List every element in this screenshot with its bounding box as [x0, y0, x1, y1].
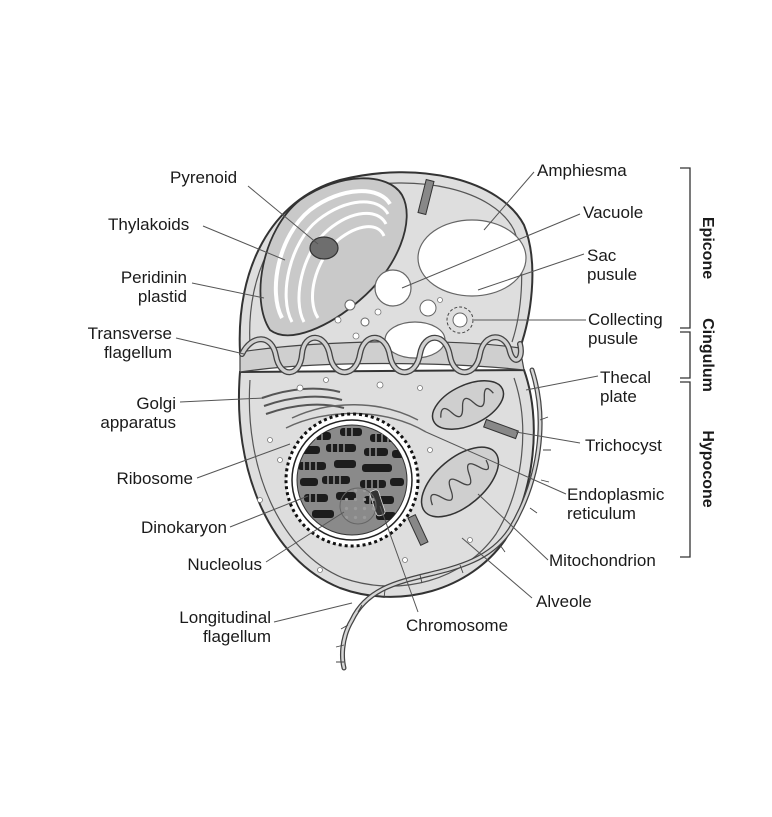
longitudinal-flagellum-core: [341, 368, 542, 670]
leader-lines: [175, 171, 599, 623]
label-sac-pusule-line2: pusule: [587, 265, 637, 284]
label-thylakoids: Thylakoids: [108, 215, 189, 234]
section-hypocone: Hypocone: [699, 430, 716, 507]
label-er-line1: Endoplasmic: [567, 485, 665, 504]
transverse-flagellum-core: [240, 335, 523, 374]
label-sac-pusule-line1: Sac: [587, 246, 617, 265]
label-alveole: Alveole: [536, 592, 592, 611]
label-thecal-plate-line2: plate: [600, 387, 637, 406]
label-collecting-pusule-line2: pusule: [588, 329, 638, 348]
label-longitudinal-line2: flagellum: [203, 627, 271, 646]
dinokaryon-body: [284, 412, 420, 548]
label-amphiesma: Amphiesma: [537, 161, 627, 180]
label-ribosome: Ribosome: [116, 469, 193, 488]
label-peridinin-line2: plastid: [138, 287, 187, 306]
label-peridinin-line1: Peridinin: [121, 268, 187, 287]
vacuoles: [344, 219, 527, 359]
label-transverse-line2: flagellum: [104, 343, 172, 362]
chromosome-bodies: [298, 428, 404, 520]
label-nucleolus: Nucleolus: [187, 555, 262, 574]
mitochondria: [420, 380, 505, 518]
label-vacuole: Vacuole: [583, 203, 643, 222]
label-golgi-line2: apparatus: [100, 413, 176, 432]
trichocysts: [407, 178, 519, 546]
section-brackets: [680, 167, 691, 558]
section-epicone: Epicone: [699, 217, 716, 279]
label-transverse-line1: Transverse: [88, 324, 172, 343]
nucleolus-body: [339, 487, 377, 525]
label-longitudinal-line1: Longitudinal: [179, 608, 271, 627]
hypocone-inner-membrane: [248, 377, 524, 587]
label-chromosome: Chromosome: [406, 616, 508, 635]
label-trichocyst: Trichocyst: [585, 436, 662, 455]
vacuole-main: [417, 219, 527, 297]
label-mitochondrion: Mitochondrion: [549, 551, 656, 570]
label-golgi-line1: Golgi: [136, 394, 176, 413]
label-er-line2: reticulum: [567, 504, 636, 523]
cytoplasm-dots: [257, 297, 473, 573]
peridinin-plastid: [259, 177, 408, 337]
section-cingulum: Cingulum: [699, 318, 716, 392]
pyrenoid-body: [309, 236, 339, 260]
label-thecal-plate-line1: Thecal: [600, 368, 651, 387]
label-pyrenoid: Pyrenoid: [170, 168, 237, 187]
vacuole-small: [374, 269, 412, 307]
label-dinokaryon: Dinokaryon: [141, 518, 227, 537]
label-collecting-pusule-line1: Collecting: [588, 310, 663, 329]
flagellum-hairs: [335, 416, 551, 663]
collecting-pusule-body: [446, 306, 474, 334]
